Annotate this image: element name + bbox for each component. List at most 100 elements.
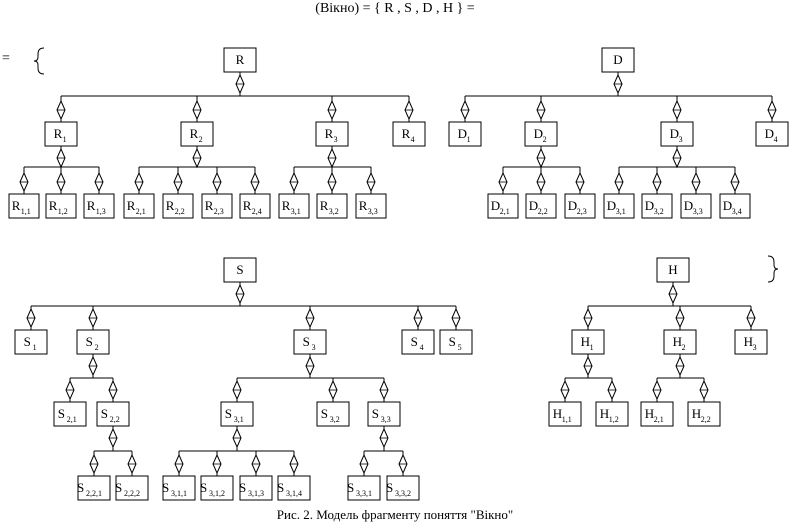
node-box-s-3 bbox=[293, 329, 327, 355]
node-label-r-1: R bbox=[54, 126, 63, 141]
node-label-d-3-2: D bbox=[645, 198, 654, 213]
node-label-s-2-2: S bbox=[101, 406, 108, 421]
node-box-r-2-1 bbox=[123, 193, 155, 219]
node-box-r-3-3 bbox=[355, 193, 387, 219]
close-brace bbox=[767, 255, 779, 283]
node-label-r-2-2: R bbox=[166, 198, 175, 213]
node-box-r-2 bbox=[180, 121, 214, 147]
node-label-s-5: S bbox=[449, 334, 456, 349]
node-label-d-2-2: D bbox=[529, 198, 538, 213]
node-box-h-2 bbox=[663, 329, 697, 355]
node-sub-s-2-2: 2,2 bbox=[110, 415, 120, 424]
node-label-s-2-2-1: S bbox=[77, 480, 84, 495]
node-sub-s-3-1-1: 3,1,1 bbox=[171, 489, 187, 498]
node-sub-d-1: 1 bbox=[467, 135, 471, 144]
node-label-s-2-1: S bbox=[58, 406, 65, 421]
node-box-d-3-2 bbox=[641, 193, 673, 219]
node-box-h-3 bbox=[734, 329, 768, 355]
node-box-r-3-2 bbox=[316, 193, 348, 219]
node-box-d-2-2 bbox=[525, 193, 557, 219]
node-sub-r-2: 2 bbox=[199, 135, 203, 144]
node-sub-s-2-2-1: 2,2,1 bbox=[86, 489, 102, 498]
node-sub-s-3: 3 bbox=[312, 343, 316, 352]
node-label-r-2-4: R bbox=[243, 198, 252, 213]
node-label-s-1: S bbox=[24, 334, 31, 349]
node-label-s-3-1-1: S bbox=[162, 480, 169, 495]
node-label-r-1-3: R bbox=[87, 198, 96, 213]
node-label-r-2-1: R bbox=[127, 198, 136, 213]
node-box-h-1-2 bbox=[595, 401, 629, 427]
node-label-s-3-3: S bbox=[372, 406, 379, 421]
node-box-s-3-3-1 bbox=[347, 475, 381, 501]
node-sub-h-1: 1 bbox=[590, 343, 594, 352]
node-sub-r-1-3: 1,3 bbox=[96, 207, 106, 216]
node-label-r-1-2: R bbox=[49, 198, 58, 213]
node-box-d-2 bbox=[524, 121, 558, 147]
node-box-d-3-3 bbox=[680, 193, 712, 219]
node-box-s-3-1-4 bbox=[277, 475, 311, 501]
node-label-d-3-3: D bbox=[684, 198, 693, 213]
node-label-d-2-3: D bbox=[568, 198, 577, 213]
node-sub-s-3-1-4: 3,1,4 bbox=[286, 489, 302, 498]
node-label-h-3: H bbox=[744, 334, 753, 349]
node-box-r bbox=[223, 47, 257, 73]
node-sub-r-2-2: 2,2 bbox=[175, 207, 185, 216]
node-box-r-1-1 bbox=[8, 193, 40, 219]
node-label-d: D bbox=[613, 52, 622, 67]
node-label-s-2-2-2: S bbox=[115, 480, 122, 495]
node-label-s-3-3-2: S bbox=[386, 480, 393, 495]
node-sub-r-1-2: 1,2 bbox=[58, 207, 68, 216]
node-box-r-1-2 bbox=[45, 193, 77, 219]
node-box-r-3-1 bbox=[278, 193, 310, 219]
node-sub-s-3-1-2: 3,1,2 bbox=[209, 489, 225, 498]
node-label-s-3-1-2: S bbox=[200, 480, 207, 495]
node-box-s-5 bbox=[439, 329, 473, 355]
node-label-s-3-1-4: S bbox=[277, 480, 284, 495]
node-sub-s-2-2-2: 2,2,2 bbox=[124, 489, 140, 498]
node-label-h: H bbox=[668, 262, 677, 277]
node-box-h-1-1 bbox=[548, 401, 582, 427]
node-label-d-2-1: D bbox=[491, 198, 500, 213]
node-sub-r-3-2: 3,2 bbox=[329, 207, 339, 216]
diagram-title: (Вікно) = { R , S , D , H } = bbox=[315, 1, 475, 16]
node-sub-s-3-1: 3,1 bbox=[234, 415, 244, 424]
node-box-s-1 bbox=[14, 329, 48, 355]
node-box-r-1-3 bbox=[83, 193, 115, 219]
node-label-h-2-2: H bbox=[692, 406, 701, 421]
node-box-d-4 bbox=[755, 121, 789, 147]
node-box-d-3-1 bbox=[603, 193, 635, 219]
node-box-s bbox=[223, 257, 257, 283]
node-label-r: R bbox=[236, 52, 245, 67]
node-box-d-2-3 bbox=[564, 193, 596, 219]
node-label-s-3: S bbox=[303, 334, 310, 349]
node-label-r-2: R bbox=[190, 126, 199, 141]
node-sub-s-5: 5 bbox=[458, 343, 462, 352]
node-sub-h-2-2: 2,2 bbox=[701, 415, 711, 424]
node-box-d-2-1 bbox=[487, 193, 519, 219]
node-sub-h-2-1: 2,1 bbox=[654, 415, 664, 424]
node-label-d-3: D bbox=[670, 126, 679, 141]
node-sub-s-3-2: 3,2 bbox=[330, 415, 340, 424]
figure-caption: Рис. 2. Модель фрагменту поняття "Вікно" bbox=[276, 507, 514, 522]
node-label-s-2: S bbox=[86, 334, 93, 349]
node-label-r-4: R bbox=[402, 126, 411, 141]
node-label-s-3-1: S bbox=[225, 406, 232, 421]
node-sub-d-3-1: 3,1 bbox=[616, 207, 626, 216]
node-sub-d-3-2: 3,2 bbox=[654, 207, 664, 216]
node-sub-s-3-3: 3,3 bbox=[381, 415, 391, 424]
node-sub-s-2: 2 bbox=[95, 343, 99, 352]
node-box-s-4 bbox=[401, 329, 435, 355]
node-box-r-2-3 bbox=[201, 193, 233, 219]
node-box-s-3-1-1 bbox=[162, 475, 196, 501]
node-sub-r-3: 3 bbox=[334, 135, 338, 144]
node-box-d-3 bbox=[660, 121, 694, 147]
node-sub-d-2-3: 2,3 bbox=[577, 207, 587, 216]
node-label-s-3-2: S bbox=[321, 406, 328, 421]
node-sub-d-4: 4 bbox=[774, 135, 778, 144]
node-sub-r-2-3: 2,3 bbox=[214, 207, 224, 216]
node-sub-s-2-1: 2,1 bbox=[67, 415, 77, 424]
node-sub-d-3: 3 bbox=[679, 135, 683, 144]
node-sub-r-4: 4 bbox=[411, 135, 415, 144]
